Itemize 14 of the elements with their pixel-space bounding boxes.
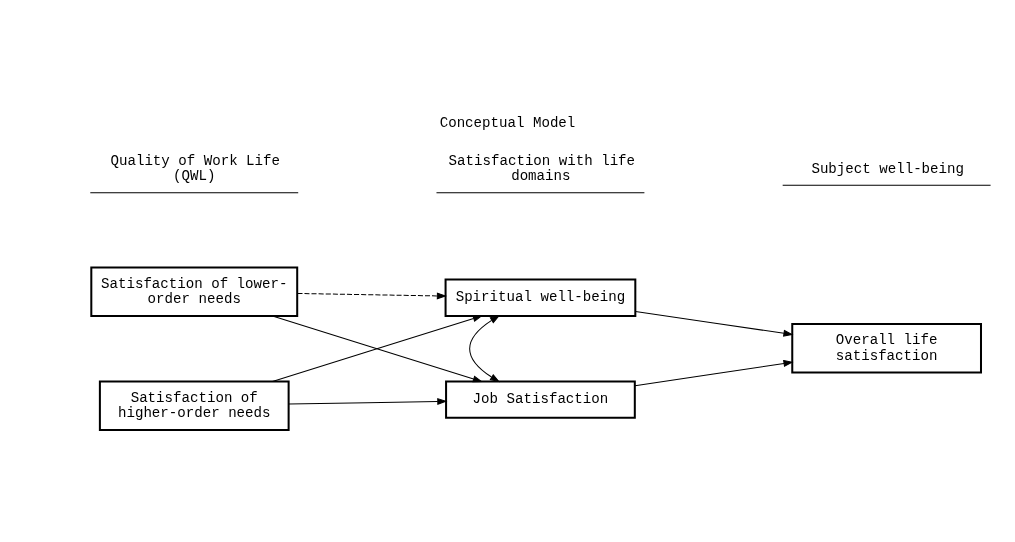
arrow xyxy=(635,311,794,337)
node-box: Overall life satisfaction xyxy=(791,323,982,374)
node-box: Job Satisfaction xyxy=(445,380,636,419)
diagram-title: Conceptual Model xyxy=(439,115,576,132)
label: Satisfaction with life domains xyxy=(448,152,636,184)
label: Subject well-being xyxy=(811,160,965,177)
node-box: Satisfaction of higher-order needs xyxy=(98,380,290,431)
label: Quality of Work Life (QWL) xyxy=(110,152,281,184)
arrow xyxy=(288,397,448,406)
node-box: Spiritual well-being xyxy=(444,278,637,317)
node-box: Satisfaction of lower-order needs xyxy=(90,266,299,317)
arrow xyxy=(634,359,794,387)
arrow xyxy=(469,315,501,383)
arrow xyxy=(297,292,447,300)
